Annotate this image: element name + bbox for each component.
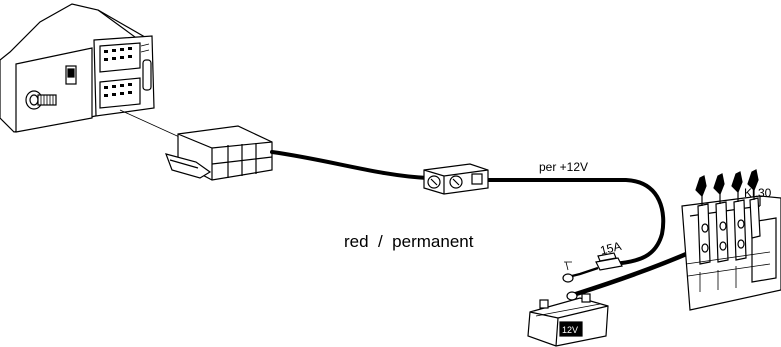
label-fuse-15a: 15A (599, 239, 623, 258)
leader-line (119, 109, 187, 141)
iso-socket (93, 35, 155, 117)
fuse-wire (571, 266, 599, 278)
terminal-fuse-1 (695, 175, 711, 265)
terminal-strip (681, 169, 781, 311)
inline-fuse-holder (423, 163, 489, 195)
ring-terminal (562, 261, 574, 283)
terminal-fuse-4 (747, 169, 761, 239)
label-battery-12v: 12V (562, 325, 578, 335)
battery-12v (527, 293, 609, 347)
fuse-15a (595, 252, 623, 271)
unit-switch (65, 65, 77, 85)
battery-label-plate (559, 321, 583, 337)
terminal-fuse-3 (731, 171, 747, 261)
label-red-permanent: red / permanent (344, 232, 474, 251)
cable-red-permanent (270, 150, 430, 180)
cable-to-fuse (484, 178, 666, 266)
radio-head-unit (0, 3, 155, 133)
mount-bolt (25, 90, 57, 110)
label-per-12v: per +12V (539, 160, 588, 174)
label-kl30: Kl.30 (744, 186, 772, 200)
terminal-fuse-2 (713, 173, 729, 263)
iso-plug (165, 125, 273, 181)
